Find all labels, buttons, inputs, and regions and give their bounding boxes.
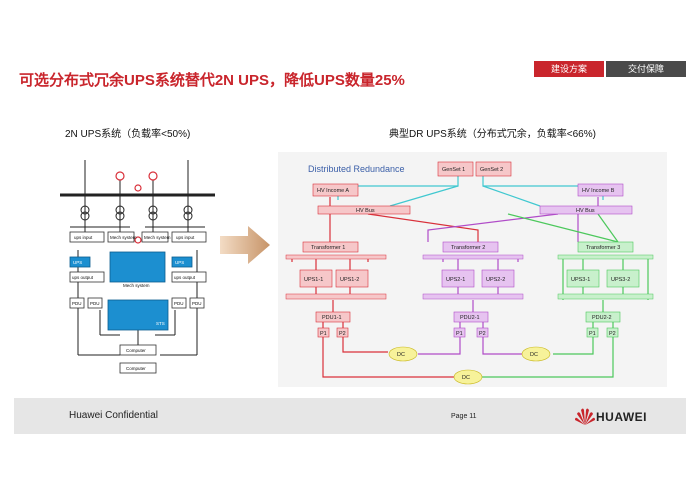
computer-label: Computer (126, 348, 146, 353)
p-label: P1 (589, 331, 596, 337)
ups-output-label: ups output (174, 275, 196, 280)
pdu-label: PDU2-1 (460, 315, 480, 321)
mech-system-label: Mech system (144, 235, 171, 240)
sts-label: STS (156, 321, 165, 326)
pdu-label: PDU (174, 301, 184, 306)
ups-input-label: ups input (74, 235, 93, 240)
ups-label: UPS1-1 (304, 277, 323, 283)
two-n-ups-diagram: ups input Mech system Mech system ups in… (60, 160, 215, 374)
ups-label: UPS3-2 (611, 277, 630, 283)
pdu-label: PDU1-1 (322, 315, 342, 321)
ups-label: UPS (175, 260, 184, 265)
right-diagram-caption: 典型DR UPS系统（分布式冗余，负载率<66%) (389, 129, 596, 140)
distributed-redundance-diagram: Distributed Redundance (278, 152, 667, 387)
pdu-label: PDU (72, 301, 82, 306)
dc-label: DC (397, 352, 405, 358)
ups-label: UPS2-2 (486, 277, 505, 283)
ups-output-label: ups output (72, 275, 94, 280)
ups-label: UPS3-1 (571, 277, 590, 283)
genset-label: GenSet 1 (442, 167, 465, 173)
transformer-label: Transformer 3 (586, 245, 620, 251)
tab-construction-plan[interactable]: 建设方案 (534, 61, 604, 77)
p-label: P2 (479, 331, 486, 337)
p-label: P1 (456, 331, 463, 337)
p-label: P2 (339, 331, 346, 337)
dc-label: DC (462, 375, 470, 381)
p-label: P1 (320, 331, 327, 337)
hv-bus-label: HV Bus (576, 208, 595, 214)
huawei-logo-icon (575, 408, 595, 425)
page-title: 可选分布式冗余UPS系统替代2N UPS，降低UPS数量25% (19, 72, 405, 89)
left-diagram-caption: 2N UPS系统（负载率<50%) (65, 129, 191, 140)
right-arrow-icon (220, 226, 270, 264)
pdu-label: PDU (90, 301, 100, 306)
confidential-label: Huawei Confidential (69, 410, 158, 421)
dc-label: DC (530, 352, 538, 358)
transformer-label: Transformer 2 (451, 245, 485, 251)
computer-label: Computer (126, 366, 146, 371)
hv-bus-label: HV Bus (356, 208, 375, 214)
ups-label: UPS (73, 260, 82, 265)
ups-label: UPS2-1 (446, 277, 465, 283)
ups-label: UPS1-2 (340, 277, 359, 283)
tab-delivery-assurance[interactable]: 交付保障 (606, 61, 686, 77)
genset-label: GenSet 2 (480, 167, 503, 173)
mech-system-label: Mech system (123, 283, 150, 288)
header-tabs: 建设方案 交付保障 (534, 61, 686, 77)
p-label: P2 (609, 331, 616, 337)
huawei-logo-text: HUAWEI (596, 410, 647, 424)
diagram-title: Distributed Redundance (308, 164, 405, 174)
pdu-label: PDU (192, 301, 202, 306)
pdu-label: PDU2-2 (592, 315, 612, 321)
hv-income-label: HV Income A (317, 188, 349, 194)
mech-system-label: Mech system (110, 235, 137, 240)
footer-bar (14, 398, 686, 434)
hv-income-label: HV Income B (582, 188, 615, 194)
page-number: Page 11 (451, 413, 477, 420)
ups-input-label: ups input (176, 235, 195, 240)
transformer-label: Transformer 1 (311, 245, 345, 251)
